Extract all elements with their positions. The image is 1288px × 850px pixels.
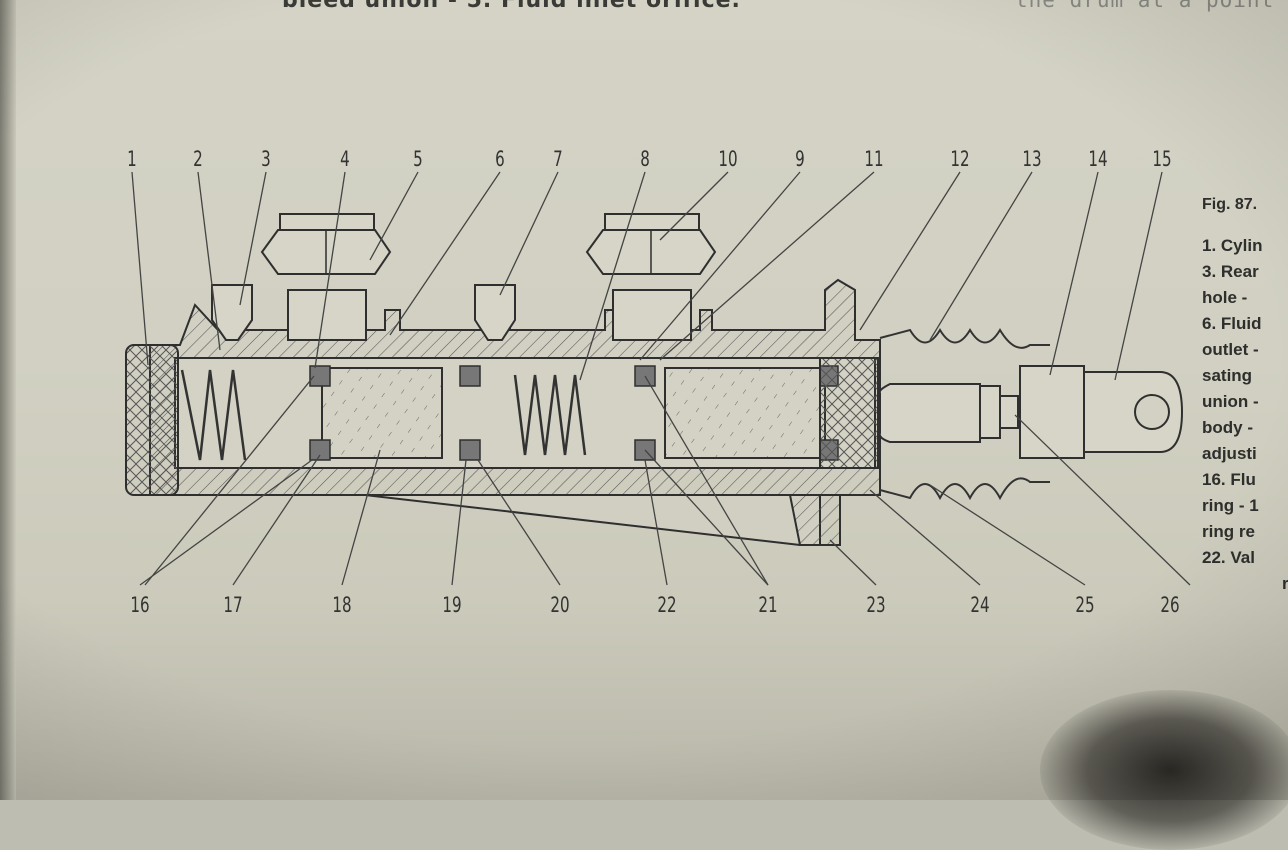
piston-primary: [321, 367, 443, 459]
callout-2: 2: [193, 148, 203, 172]
callout-1: 1: [127, 148, 137, 172]
finger-shadow: [1040, 690, 1288, 850]
legend-line: 16. Flu: [1202, 470, 1256, 489]
legend-line: hole -: [1202, 288, 1248, 307]
callout-4: 4: [340, 148, 350, 172]
union-1: [260, 213, 392, 341]
callout-20: 20: [550, 594, 569, 618]
piston-secondary: [664, 367, 826, 459]
spring-left: [180, 369, 247, 461]
legend-line: union -: [1202, 392, 1259, 411]
push-rod-seat: [819, 357, 879, 469]
end-plug: [125, 344, 179, 496]
callout-3: 3: [261, 148, 271, 172]
callout-14: 14: [1088, 148, 1107, 172]
callout-10: 10: [718, 148, 737, 172]
callout-12: 12: [950, 148, 969, 172]
top-caption-left: bleed union - 5. Fluid inlet orifice.: [282, 0, 741, 13]
callout-5: 5: [413, 148, 423, 172]
legend-line: 3. Rear: [1202, 262, 1259, 281]
callout-24: 24: [970, 594, 989, 618]
top-caption-right: the drum at a point: [1015, 0, 1275, 12]
callout-21: 21: [758, 594, 777, 618]
callout-6: 6: [495, 148, 505, 172]
union-2: [585, 213, 717, 341]
legend-line: adjusti: [1202, 444, 1257, 463]
callouts-bottom: 16 17 18 19 20 22 21 23 24 25 26: [130, 594, 1179, 618]
callout-25: 25: [1075, 594, 1094, 618]
page-binding-edge: [0, 0, 16, 800]
legend-line: 1. Cylin: [1202, 236, 1263, 255]
callout-9: 9: [795, 148, 805, 172]
callout-22: 22: [657, 594, 676, 618]
legend-line: outlet -: [1202, 340, 1259, 359]
master-cylinder-diagram: 1 2 3 4 5 6 7 8 10 9 11 12 13 14 15 16 1…: [125, 148, 1191, 618]
callout-8: 8: [640, 148, 650, 172]
callout-15: 15: [1152, 148, 1171, 172]
callout-7: 7: [553, 148, 563, 172]
push-rod: [878, 365, 1184, 459]
legend-line: body -: [1202, 418, 1253, 437]
callout-23: 23: [866, 594, 885, 618]
figure-legend: Fig. 87. 1. Cylin 3. Rear hole - 6. Flui…: [1202, 196, 1288, 596]
callout-18: 18: [332, 594, 351, 618]
callout-17: 17: [223, 594, 242, 618]
callout-19: 19: [442, 594, 461, 618]
callouts-top: 1 2 3 4 5 6 7 8 10 9 11 12 13 14 15: [127, 148, 1171, 172]
legend-line: 6. Fluid: [1202, 314, 1262, 333]
legend-line: ring re: [1202, 522, 1255, 541]
legend-line: 22. Val: [1202, 548, 1255, 567]
legend-line: sating: [1202, 366, 1253, 385]
callout-13: 13: [1022, 148, 1041, 172]
spring-mid: [513, 374, 587, 456]
leader-lines: [131, 171, 1191, 586]
legend-line: r: [1282, 574, 1288, 593]
rubber-boot: [879, 328, 1050, 501]
callout-16: 16: [130, 594, 149, 618]
figure-title: Fig. 87.: [1202, 196, 1258, 213]
callout-11: 11: [864, 148, 883, 172]
callout-26: 26: [1160, 594, 1179, 618]
legend-line: ring - 1: [1202, 496, 1259, 515]
outlet-ports: [211, 284, 516, 341]
